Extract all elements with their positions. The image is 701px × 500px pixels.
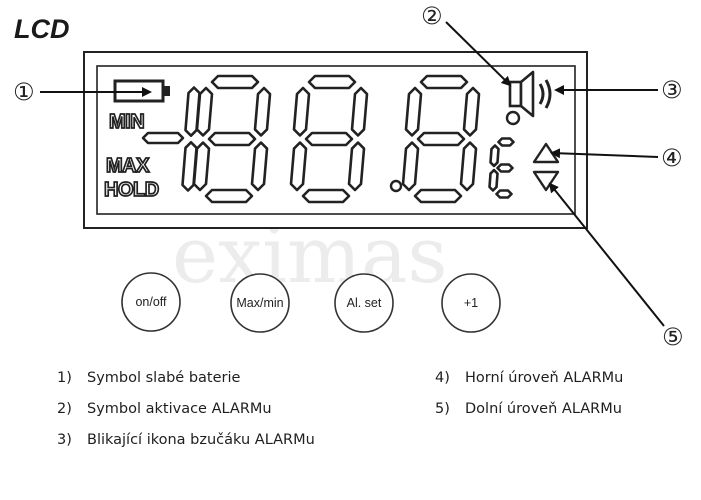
digit-segment [488, 168, 499, 192]
digit-segment [489, 144, 500, 168]
max-min-button-label: Max/min [236, 296, 283, 310]
lower-alarm-triangle-icon [532, 170, 560, 192]
minus-segment [141, 131, 185, 145]
digit-segment [253, 86, 272, 137]
digit-segment [419, 74, 469, 90]
digit-segment [192, 141, 211, 192]
digit-1 [192, 74, 272, 204]
digit-2 [289, 74, 369, 204]
digit-segment [401, 141, 420, 192]
lcd-title: LCD [14, 14, 70, 44]
callout-4: ④ [661, 144, 683, 172]
min-indicator: MIN [109, 111, 144, 133]
digit-segment [413, 188, 463, 204]
legend-item-number: 4) [435, 370, 450, 386]
buzzer-icon [508, 70, 552, 118]
digit-segment [347, 141, 366, 192]
digit-segment [207, 131, 257, 147]
plus-one-button[interactable]: +1 [441, 273, 501, 333]
alarm-set-button-label: Al. set [347, 296, 382, 310]
digit-segment [416, 131, 466, 147]
legend-item-text: Symbol slabé baterie [87, 370, 241, 386]
alarm-set-button[interactable]: Al. set [334, 273, 394, 333]
digit-segment [495, 189, 513, 199]
digit-segment [350, 86, 369, 137]
digit-segment [301, 188, 351, 204]
alarm-active-icon [505, 110, 521, 126]
digit-one [181, 86, 201, 192]
digit-segment [307, 74, 357, 90]
digit-segment [459, 141, 478, 192]
plus-one-button-label: +1 [464, 296, 478, 310]
digit-segment [404, 86, 423, 137]
callout-2-arrow [445, 21, 512, 87]
legend-item-text: Dolní úroveň ALARMu [465, 401, 622, 417]
max-min-button[interactable]: Max/min [230, 273, 290, 333]
legend-item-4: 4) Horní úroveň ALARMu [435, 370, 623, 386]
legend-item-2: 2) Symbol aktivace ALARMu [57, 401, 272, 417]
legend-item-text: Blikající ikona bzučáku ALARMu [87, 432, 315, 448]
legend-item-number: 1) [57, 370, 72, 386]
digit-segment [250, 141, 269, 192]
digit-segment [210, 74, 260, 90]
hold-indicator: HOLD [104, 179, 159, 201]
legend-item-number: 2) [57, 401, 72, 417]
callout-3: ③ [661, 76, 683, 104]
max-indicator: MAX [106, 155, 150, 177]
callout-5: ⑤ [662, 323, 684, 351]
digit-e-indicator [488, 137, 515, 199]
callout-1: ① [13, 78, 35, 106]
digit-3 [401, 74, 481, 204]
legend-item-number: 5) [435, 401, 450, 417]
legend-item-3: 3) Blikající ikona bzučáku ALARMu [57, 432, 315, 448]
legend-item-text: Horní úroveň ALARMu [465, 370, 624, 386]
callout-5-arrow [548, 182, 665, 327]
digit-segment [289, 141, 308, 192]
digit-segment [304, 131, 354, 147]
digit-segment [292, 86, 311, 137]
digit-segment [195, 86, 214, 137]
on-off-button-label: on/off [135, 295, 167, 309]
legend-item-text: Symbol aktivace ALARMu [87, 401, 272, 417]
callout-2: ② [421, 2, 443, 30]
legend-item-1: 1) Symbol slabé baterie [57, 370, 240, 386]
on-off-button[interactable]: on/off [121, 272, 181, 332]
digit-segment [462, 86, 481, 137]
callout-4-arrow [550, 148, 659, 159]
decimal-point [389, 179, 403, 193]
legend-item-number: 3) [57, 432, 72, 448]
digit-segment [497, 137, 515, 147]
digit-segment [496, 163, 514, 173]
digit-segment [204, 188, 254, 204]
legend-item-5: 5) Dolní úroveň ALARMu [435, 401, 622, 417]
